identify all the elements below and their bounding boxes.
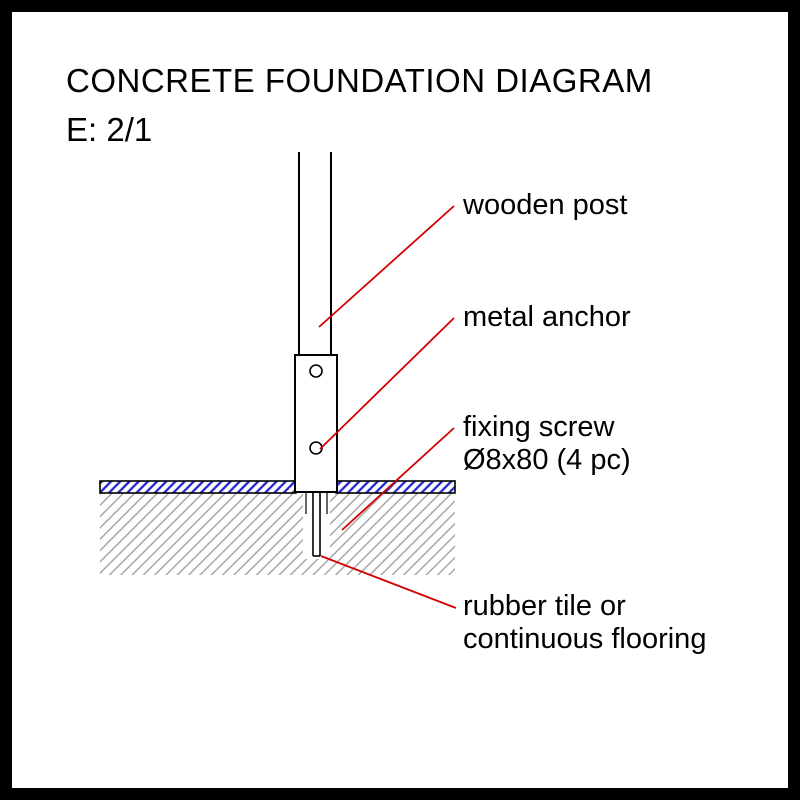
label-fixing-screw-line1: fixing screw [463,411,615,443]
leader-wooden-post [318,205,455,328]
label-metal-anchor: metal anchor [463,301,631,333]
rubber-tile-left-shape [99,480,297,494]
rubber-tile-right-shape [335,480,456,494]
label-rubber-flooring: rubber tile or continuous flooring [463,590,706,656]
label-wooden-post: wooden post [463,189,628,221]
label-rubber-flooring-line2: continuous flooring [463,623,707,655]
leader-rubber-tile [320,555,457,609]
page-title: CONCRETE FOUNDATION DIAGRAM [66,62,653,99]
leader-metal-anchor [319,317,455,450]
label-rubber-flooring-line1: rubber tile or [463,590,626,622]
scale-note: E: 2/1 [66,111,153,148]
concrete-foundation-shape [100,493,455,575]
anchor-bolt-hole-top [309,364,323,378]
leader-fixing-screw [341,427,455,531]
label-fixing-screw-line2: Ø8x80 (4 pc) [463,444,631,476]
metal-anchor-shape [294,354,338,493]
label-fixing-screw: fixing screw Ø8x80 (4 pc) [463,411,631,477]
wooden-post-shape [299,152,331,358]
screw-pocket-gap [303,493,330,559]
